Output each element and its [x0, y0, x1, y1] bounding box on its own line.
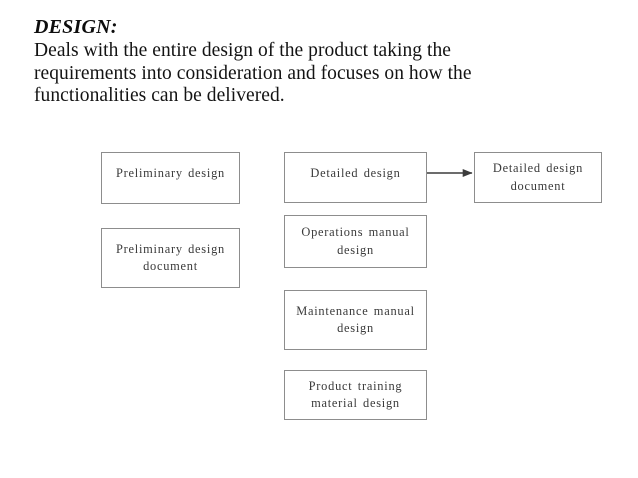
node-label: Detailed design: [310, 166, 401, 180]
node-label: Preliminary design: [116, 166, 225, 180]
node-preliminary-design: Preliminary design: [101, 152, 240, 204]
page-title: DESIGN:: [34, 16, 118, 38]
text-block: DESIGN: Deals with the entire design of …: [34, 16, 554, 108]
body-line-1: Deals with the entire design of the prod…: [34, 40, 451, 61]
body-line-2: requirements into consideration and focu…: [34, 62, 472, 84]
node-detailed-design: Detailed design: [284, 152, 427, 203]
body-paragraph: Deals with the entire design of the prod…: [34, 40, 554, 108]
body-line-3: functionalities can be delivered.: [34, 85, 285, 107]
